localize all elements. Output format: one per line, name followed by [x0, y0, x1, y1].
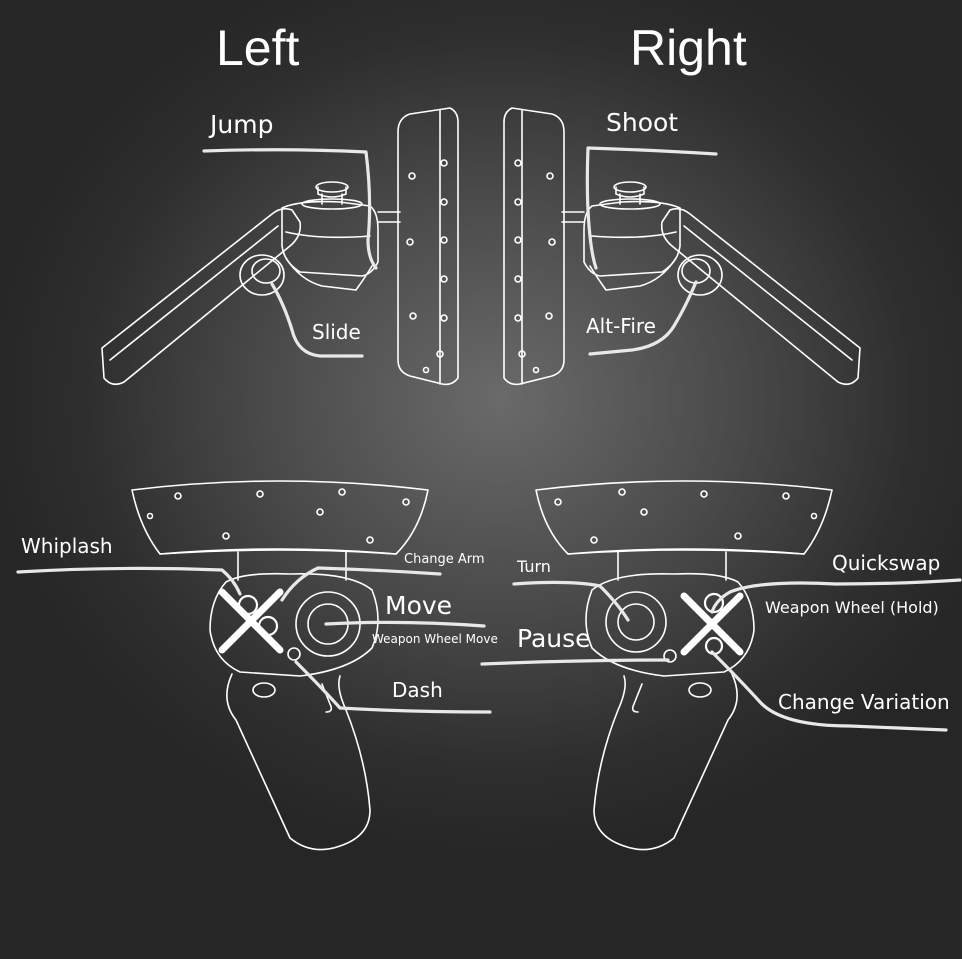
- turn-label: Turn: [517, 557, 551, 576]
- right-controller-side: [503, 107, 861, 386]
- dash-leader: [294, 660, 492, 714]
- left-controller-front: [131, 480, 429, 851]
- change-arm-label: Change Arm: [404, 552, 485, 567]
- dash-button: [287, 647, 301, 661]
- shoot-leader: [585, 146, 718, 270]
- right-header: Right: [630, 20, 747, 76]
- whiplash-leader: [16, 566, 242, 596]
- left-controller-side: [101, 107, 459, 386]
- move-leader: [324, 620, 486, 628]
- dash-label: Dash: [392, 678, 443, 702]
- pause-label: Pause: [517, 624, 591, 653]
- pause-leader: [480, 658, 670, 666]
- quickswap-label: Quickswap: [832, 551, 941, 575]
- change-variation-label: Change Variation: [778, 690, 950, 714]
- move-label: Move: [385, 591, 453, 620]
- grip-button: [239, 254, 285, 296]
- jump-label: Jump: [210, 110, 274, 139]
- change-variation-leader: [710, 650, 948, 732]
- weapon-wheel-hold-label: Weapon Wheel (Hold): [765, 598, 939, 617]
- shoot-label: Shoot: [606, 108, 679, 137]
- whiplash-label: Whiplash: [21, 534, 113, 558]
- turn-leader: [512, 580, 630, 622]
- jump-leader: [202, 148, 378, 270]
- left-header: Left: [216, 20, 300, 76]
- weapon-wheel-move-label: Weapon Wheel Move: [372, 632, 498, 646]
- leader-lines: [16, 146, 962, 732]
- change-arm-leader: [280, 566, 442, 602]
- slide-leader: [270, 282, 364, 358]
- alt-fire-leader: [588, 280, 698, 356]
- alt-fire-label: Alt-Fire: [586, 314, 656, 338]
- quickswap-leader: [710, 578, 962, 614]
- right-controller-front: [535, 480, 833, 851]
- slide-label: Slide: [312, 320, 361, 344]
